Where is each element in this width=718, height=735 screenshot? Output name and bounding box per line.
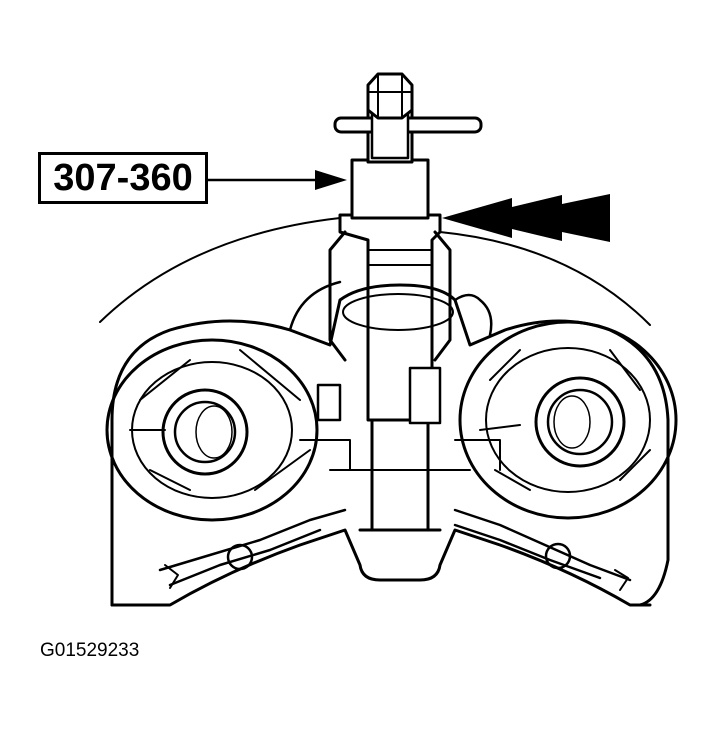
linkage-left-eye	[226, 543, 254, 571]
housing-outline	[110, 283, 670, 607]
tool-body	[350, 158, 430, 220]
center-lobe	[288, 280, 493, 337]
tool-lower-shaft	[358, 418, 442, 532]
linkage-left	[158, 508, 347, 587]
outer-arc	[99, 217, 341, 323]
left-bearing-outer	[161, 388, 249, 476]
right-bearing-outer	[534, 376, 626, 468]
hub-lines	[299, 439, 501, 471]
outer-arc-right	[439, 231, 651, 326]
hex-nut	[366, 72, 414, 120]
left-bearing-inner	[173, 400, 237, 464]
right-bearing-inner	[546, 388, 614, 456]
linkage-right-eye	[544, 542, 572, 570]
right-bearing-shade	[553, 395, 591, 449]
left-bearing-shade	[195, 405, 233, 459]
linkage-right-clip	[614, 569, 629, 591]
hex-nut-faces	[367, 73, 413, 119]
right-block	[408, 366, 442, 425]
center-bore	[342, 293, 454, 331]
callout-leader	[208, 170, 347, 190]
tool-sleeve-inner	[367, 249, 433, 266]
right-case-outer	[458, 320, 678, 520]
tool-number-label: 307-360	[38, 152, 208, 204]
emphasis-arrow	[442, 194, 610, 242]
tool-sleeve-legs	[328, 230, 452, 362]
linkage-left-clip	[164, 564, 179, 589]
right-case-inner	[485, 347, 651, 493]
left-spokes	[129, 349, 311, 491]
figure-id: G01529233	[40, 640, 140, 661]
right-spokes	[479, 349, 651, 491]
left-block	[316, 383, 342, 422]
left-case-outer	[105, 338, 319, 522]
linkage-right	[453, 508, 632, 582]
